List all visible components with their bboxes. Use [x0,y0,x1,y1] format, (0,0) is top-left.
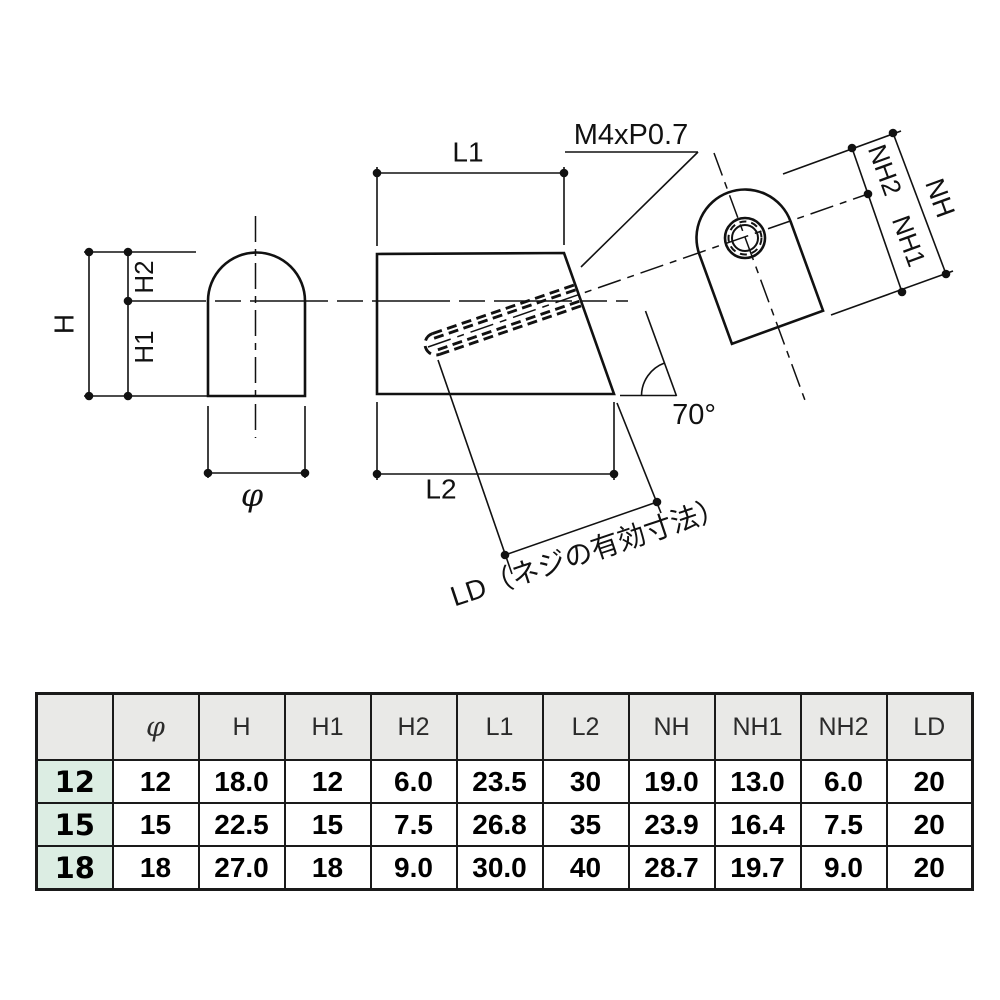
table-cell: 20 [885,845,974,891]
dim-dots [847,128,951,297]
table-cell: 15 [111,802,200,847]
thread-spec-label: M4xP0.7 [574,119,688,151]
h1-label: H1 [129,330,159,363]
phi-label: φ [241,476,264,514]
table-cell: 30.0 [455,845,544,891]
header-cell-l2: L2 [541,692,630,761]
nh-ext-bottom [830,270,954,316]
dim-dots [372,168,619,479]
table-row: 12 12 18.0 12 6.0 23.5 30 19.0 13.0 6.0 … [35,759,974,804]
nh-label: NH [919,175,961,222]
header-cell-l1: L1 [455,692,544,761]
header-cell-nh: NH [627,692,716,761]
table-cell: 18.0 [197,759,286,804]
table-cell: 40 [541,845,630,891]
table-cell: 19.0 [627,759,716,804]
table-row: 15 15 22.5 15 7.5 26.8 35 23.9 16.4 7.5 … [35,802,974,847]
l2-label: L2 [425,474,456,505]
table-cell: 9.0 [799,845,888,891]
header-cell-nh2: NH2 [799,692,888,761]
table-cell: 18 [111,845,200,891]
table-cell: 15 [283,802,372,847]
row-label: 18 [35,845,114,891]
ld-ext-right [616,402,662,514]
table-cell: 35 [541,802,630,847]
side-view-outline [375,251,616,396]
thread-spec-leader [580,151,699,268]
row-label: 12 [35,759,114,804]
dim-dots [84,247,133,401]
thread-axis-centerline [427,193,869,348]
table-cell: 23.5 [455,759,544,804]
table-cell: 18 [283,845,372,891]
table-cell: 6.0 [369,759,458,804]
rotated-view-outline [695,188,825,346]
l1-label: L1 [452,137,483,168]
nh1nh2-dim-line [851,147,903,293]
h2-label: H2 [129,260,159,293]
angle-label: 70° [672,399,716,431]
table-cell: 28.7 [627,845,716,891]
ld-ext-left [437,359,513,575]
dim-dots [203,468,310,478]
header-cell-h1: H1 [283,692,372,761]
rotated-view: NH2 NH1 NH [695,128,961,404]
row-label: 15 [35,802,114,847]
table-row: 18 18 27.0 18 9.0 30.0 40 28.7 19.7 9.0 … [35,845,974,891]
header-cell-h2: H2 [369,692,458,761]
header-cell-ld: LD [885,692,974,761]
table-cell: 19.7 [713,845,802,891]
table-header-row: φ H H1 H2 L1 L2 NH NH1 NH2 LD [35,692,974,761]
table-cell: 6.0 [799,759,888,804]
table-cell: 23.9 [627,802,716,847]
hole-inner-circle [731,224,759,252]
table-cell: 20 [885,802,974,847]
angle-slant-line [644,310,678,397]
thread-hidden-lines [423,283,584,357]
table-cell: 20 [885,759,974,804]
front-view: H H2 H1 φ [49,216,628,514]
table-cell: 12 [111,759,200,804]
angle-arc [640,362,665,397]
h-label: H [49,314,80,334]
header-cell-nh1: NH1 [713,692,802,761]
header-cell-phi: φ [111,692,200,761]
table-cell: 7.5 [799,802,888,847]
nh-ext-top [782,130,902,175]
table-cell: 22.5 [197,802,286,847]
dim-dots [500,497,662,560]
side-view: L1 L2 M4xP0.7 70° LD（ネジの有効寸法） [372,119,869,612]
ld-dim-line [504,501,658,556]
table-cell: 9.0 [369,845,458,891]
hole-thread-circle [727,220,763,256]
table-cell: 30 [541,759,630,804]
spec-table: φ H H1 H2 L1 L2 NH NH1 NH2 LD 12 12 18.0… [35,692,974,891]
front-view-outline [206,251,307,398]
thread-end-cap [423,332,441,357]
table-cell: 12 [283,759,372,804]
table-cell: 16.4 [713,802,802,847]
header-cell-h: H [197,692,286,761]
technical-drawing: H H2 H1 φ [49,119,961,612]
hole-outer-circle [723,216,767,260]
table-cell: 26.8 [455,802,544,847]
table-cell: 7.5 [369,802,458,847]
table-cell: 27.0 [197,845,286,891]
nh-dim-line [892,132,947,275]
header-cell-blank [35,692,114,761]
table-cell: 13.0 [713,759,802,804]
